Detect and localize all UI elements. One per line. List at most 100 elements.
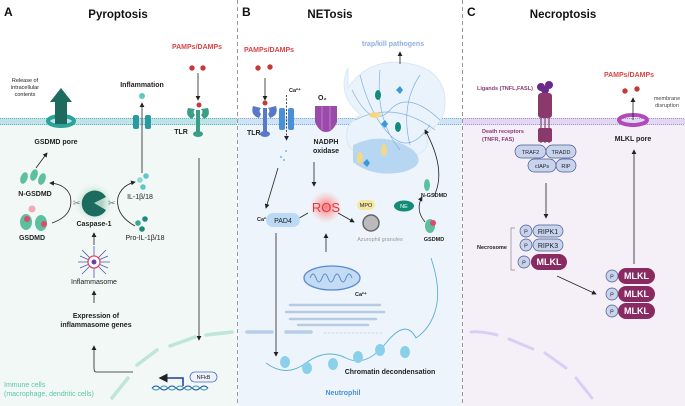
mlkl-pore-label: MLKL pore [615,136,652,143]
ne-icon [394,200,414,212]
nucleus-envelope [110,330,234,400]
calcium-label: Ca²⁺ [289,87,301,94]
ligands-label: Ligands (TNFL,FASL) [477,86,533,92]
calcium-channel-icon [279,95,294,161]
pad4-badge [266,213,300,227]
death-receptor-icon [537,81,553,143]
mlkl-label: MLKL [624,306,649,316]
death-receptors-label: Death receptors [482,129,524,135]
tradd-badge: TRADD [545,144,577,159]
tlr-receptor-icon [252,100,277,137]
azurophil-granule-icon [362,214,380,232]
panel-letter-a: A [4,5,13,19]
gsdmd-icon [20,205,47,231]
chromatin-label: Chromatin decondensation [345,369,436,376]
pamps-label-b: PAMPs/DAMPs [244,47,294,54]
n-gsdmd-label-b: N-GSDMD [421,193,447,199]
arrow [264,167,279,209]
panel-title-pyroptosis: Pyroptosis [88,9,147,21]
tlr-label-a: TLR [174,129,188,136]
phospho-label: P [610,293,614,299]
pad4-label: PAD4 [274,218,292,225]
o2-label: O₂ [318,95,327,102]
arrow [556,275,597,295]
arrow [337,212,355,223]
nadph-oxidase-icon [315,106,337,132]
nucleus-envelope [469,330,594,400]
ciaps-badge: cIAPs [527,158,557,173]
traf2-label: TRAF2 [522,150,539,156]
arrow [91,345,133,373]
net-structure-icon [343,61,446,174]
tlr-label-b: TLR [247,130,261,137]
panel-title-necroptosis: Necroptosis [530,9,596,21]
gsdmd-pore-label: GSDMD pore [34,139,77,146]
nucleus-envelope [245,330,383,334]
mlkl-complex: P MLKL [517,254,567,270]
arrow [424,129,440,197]
pamp-dot [267,64,273,70]
pro-il1b-label: Pro-IL-1β/18 [125,235,164,242]
arrow [117,180,136,227]
caspase-1-icon [81,190,106,217]
arrow [35,152,48,169]
phospho-label: P [522,261,526,267]
membrane-pyroptosis [0,118,237,125]
scissors-icon: ✂ [108,198,116,208]
pyroptosis-cytoplasm [0,124,237,406]
release-label: contents [15,92,36,98]
phospho-label: P [610,275,614,281]
neutrophil-label: Neutrophil [326,390,361,397]
ripk1-label: RIPK1 [538,229,558,236]
gsdmd-label-a: GSDMD [19,235,45,242]
ripk3-complex: P RIPK3 [519,238,564,252]
ne-label: NE [400,204,408,210]
membrane-disruption-label: membrane [654,96,680,102]
ros-label: ROS [312,200,341,215]
channel-icon [133,115,151,129]
tradd-label: TRADD [552,150,571,156]
netosis-cytoplasm [238,124,462,406]
nfkb-label: NFkB [197,375,211,381]
pamps-label-a: PAMPs/DAMPs [172,44,222,51]
inflammasome-label: Inflammasome [71,279,117,286]
immune-cells-label: Immune cells [4,382,46,389]
mitochondrion-icon [303,265,361,291]
mlkl-oligomer: P MLKL P MLKL P MLKL [605,268,655,319]
scissors-icon: ✂ [73,198,81,208]
il1b-label: IL-1β/18 [127,194,153,201]
rip-badge: RIP [555,158,577,173]
pamp-dot [622,88,628,94]
pamp-dot [634,86,640,92]
mlkl-label: MLKL [537,257,562,267]
n-gsdmd-icon [20,169,46,185]
nfkb-badge [189,371,218,383]
nadph-label: oxidase [313,148,339,155]
il1b-icon [137,173,149,190]
rip-label: RIP [561,164,571,170]
ros-glow [310,191,342,223]
panel-title-netosis: NETosis [307,9,352,21]
calcium-label: Ca²⁺ [355,291,367,298]
membrane-disruption-label: disruption [655,103,679,109]
necroptosis-cytoplasm [463,124,685,406]
ripk1-complex: P RIPK1 [519,224,564,238]
phospho-label: P [524,244,528,250]
pamp-dot [189,65,195,71]
mlkl-label: MLKL [624,289,649,299]
ripk3-label: RIPK3 [538,243,558,250]
immune-cells-label: (macrophage, dendritic cells) [4,391,94,398]
traf2-badge: TRAF2 [514,144,547,159]
inflammasome-icon [78,246,110,278]
expression-label: Expression of [73,313,120,320]
necrosome-bracket [510,227,515,271]
tlr-receptor-icon [187,102,209,137]
ciaps-label: cIAPs [535,164,550,170]
chromatin-icon [265,257,439,374]
pamp-dot [200,65,206,71]
cytokine-icon [139,93,145,99]
phospho-label: P [610,310,614,316]
arrow [417,196,426,223]
caspase-1-label: Caspase-1 [76,221,111,228]
inflammation-label: Inflammation [120,82,164,89]
